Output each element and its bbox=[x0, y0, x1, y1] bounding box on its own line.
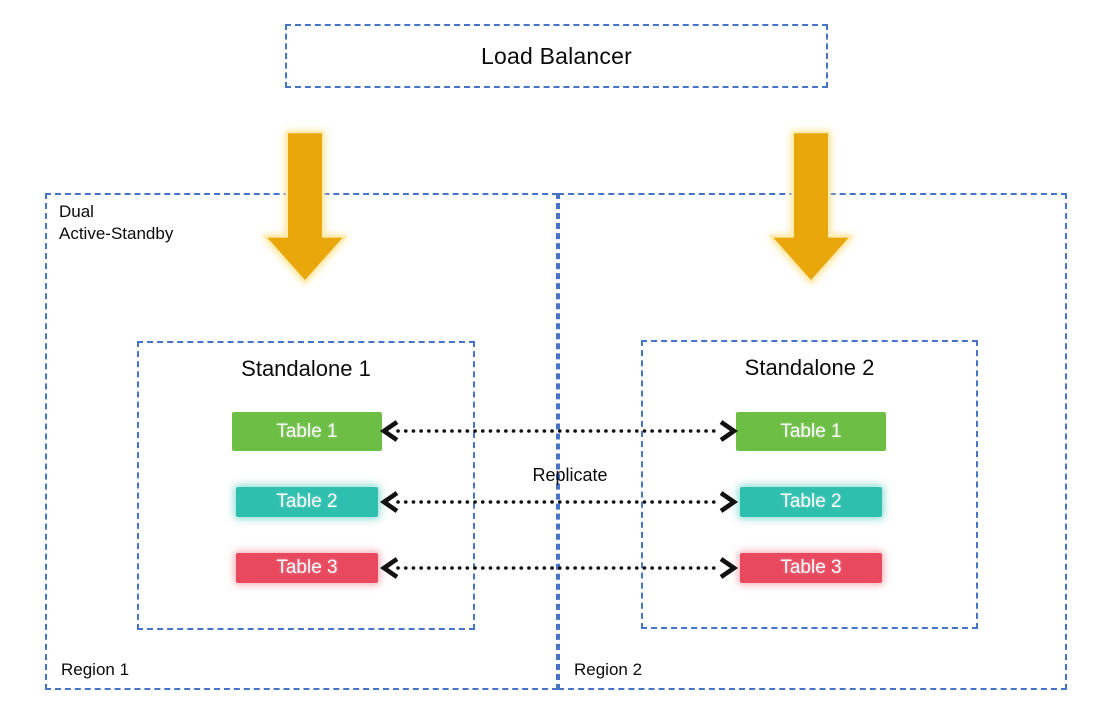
replicate-label: Replicate bbox=[532, 465, 608, 485]
load-balancer-box: Load Balancer bbox=[285, 24, 828, 88]
replication-arrowhead-right-2 bbox=[719, 491, 739, 513]
standalone1-table1-chip: Table 1 bbox=[232, 412, 382, 451]
standalone-1-box: Standalone 1 bbox=[137, 341, 475, 630]
replication-arrows bbox=[379, 420, 739, 579]
down-arrow-right-shape bbox=[769, 131, 853, 284]
replication-arrowhead-right-3 bbox=[719, 557, 739, 579]
dual-active-standby-label: Dual Active-Standby bbox=[59, 202, 174, 243]
standalone2-table3-chip: Table 3 bbox=[740, 553, 882, 583]
standalone2-table2-chip: Table 2 bbox=[740, 487, 882, 517]
load-balancer-label: Load Balancer bbox=[481, 42, 632, 69]
replication-arrowhead-left-2 bbox=[379, 491, 399, 513]
standalone1-table3-chip: Table 3 bbox=[236, 553, 378, 583]
down-arrow-left-shape bbox=[263, 131, 347, 284]
replication-arrowhead-left-3 bbox=[379, 557, 399, 579]
down-arrow-left-icon bbox=[263, 131, 347, 284]
standalone-2-title: Standalone 2 bbox=[744, 355, 875, 380]
standalone-1-title: Standalone 1 bbox=[241, 356, 371, 381]
standalone-2-box: Standalone 2 bbox=[641, 340, 978, 629]
standalone2-table1-chip: Table 1 bbox=[736, 412, 886, 451]
region-1-label: Region 1 bbox=[61, 660, 130, 679]
down-arrow-right-icon bbox=[769, 131, 853, 284]
replication-arrowhead-right-1 bbox=[719, 420, 739, 442]
standalone1-table2-chip: Table 2 bbox=[236, 487, 378, 517]
region-2-label: Region 2 bbox=[574, 660, 643, 679]
replication-arrowhead-left-1 bbox=[379, 420, 399, 442]
